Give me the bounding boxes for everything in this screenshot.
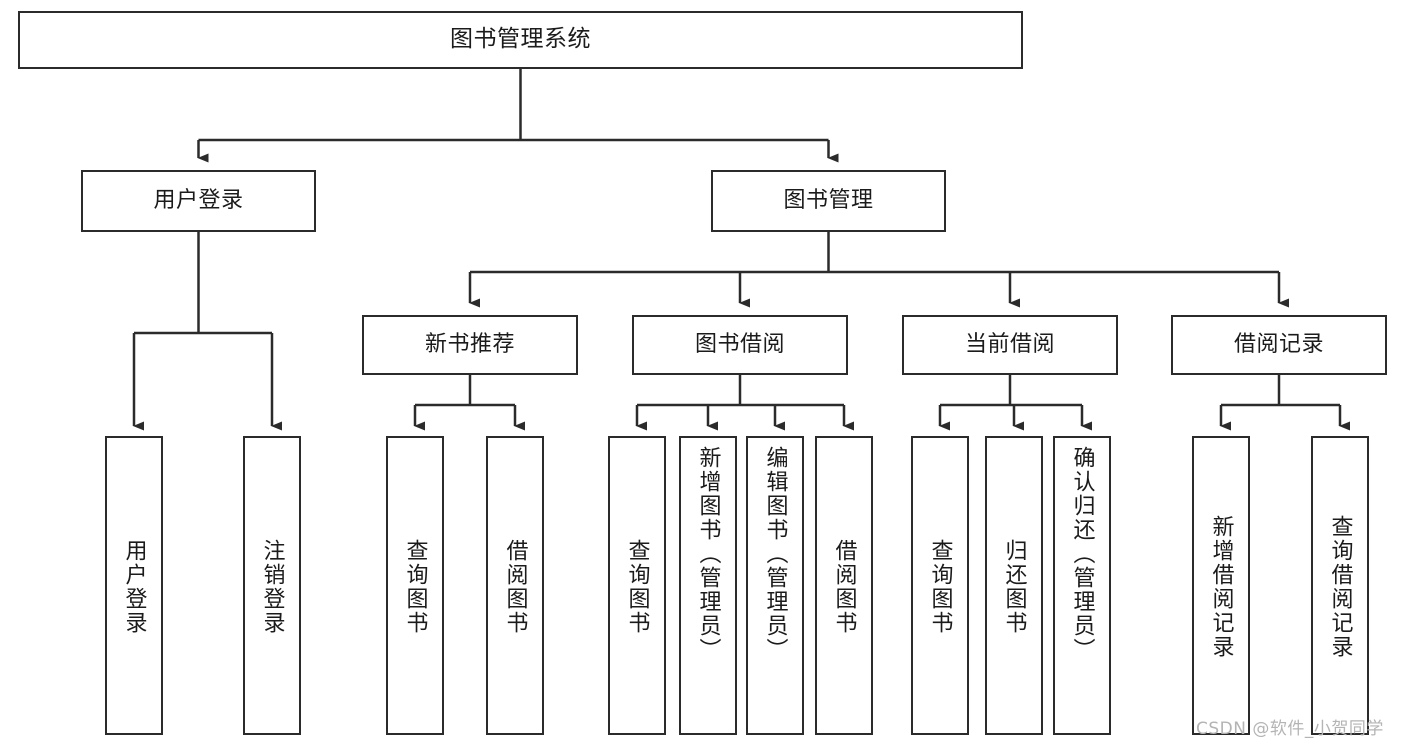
leaf-node-9: 查询图书 [911, 436, 969, 735]
root-node-book-management-system: 图书管理系统 [18, 11, 1023, 69]
level2-node-2-label: 图书管理 [783, 188, 874, 214]
leaf-node-11: 确认归还（管理员） [1053, 436, 1111, 735]
leaf-node-8-label: 借阅图书 [831, 538, 857, 635]
leaf-node-1: 用户登录 [105, 436, 163, 735]
leaf-node-6: 新增图书（管理员） [679, 436, 737, 735]
root-node-book-management-system-label: 图书管理系统 [450, 26, 591, 53]
leaf-node-10-label: 归还图书 [1001, 538, 1027, 635]
leaf-node-6-label: 新增图书（管理员） [695, 446, 721, 662]
leaf-node-9-label: 查询图书 [927, 538, 953, 635]
leaf-node-1-label: 用户登录 [121, 538, 147, 635]
leaf-node-3-label: 查询图书 [402, 538, 428, 635]
leaf-node-4-label: 借阅图书 [502, 538, 528, 635]
leaf-node-2-label: 注销登录 [259, 538, 285, 635]
leaf-node-13: 查询借阅记录 [1311, 436, 1369, 735]
leaf-node-4: 借阅图书 [486, 436, 544, 735]
leaf-node-5-label: 查询图书 [624, 538, 650, 635]
level3-node-2-label: 图书借阅 [694, 332, 785, 358]
level2-node-2: 图书管理 [711, 170, 946, 232]
level3-node-1-label: 新书推荐 [424, 332, 515, 358]
leaf-node-2: 注销登录 [243, 436, 301, 735]
leaf-node-13-label: 查询借阅记录 [1327, 514, 1353, 659]
leaf-node-12-label: 新增借阅记录 [1208, 514, 1234, 659]
leaf-node-5: 查询图书 [608, 436, 666, 735]
level3-node-3-label: 当前借阅 [964, 332, 1055, 358]
level3-node-2: 图书借阅 [632, 315, 848, 375]
leaf-node-8: 借阅图书 [815, 436, 873, 735]
leaf-node-10: 归还图书 [985, 436, 1043, 735]
level2-node-1: 用户登录 [81, 170, 316, 232]
level3-node-4: 借阅记录 [1171, 315, 1387, 375]
leaf-node-11-label: 确认归还（管理员） [1069, 446, 1095, 662]
connector-layer [132, 69, 1350, 431]
csdn-watermark: CSDN @软件_小贺同学 [1196, 719, 1384, 739]
level3-node-3: 当前借阅 [902, 315, 1118, 375]
level2-node-1-label: 用户登录 [153, 188, 244, 214]
level3-node-4-label: 借阅记录 [1233, 332, 1324, 358]
level3-node-1: 新书推荐 [362, 315, 578, 375]
leaf-node-7-label: 编辑图书（管理员） [762, 446, 788, 662]
leaf-node-12: 新增借阅记录 [1192, 436, 1250, 735]
leaf-node-3: 查询图书 [386, 436, 444, 735]
leaf-node-7: 编辑图书（管理员） [746, 436, 804, 735]
